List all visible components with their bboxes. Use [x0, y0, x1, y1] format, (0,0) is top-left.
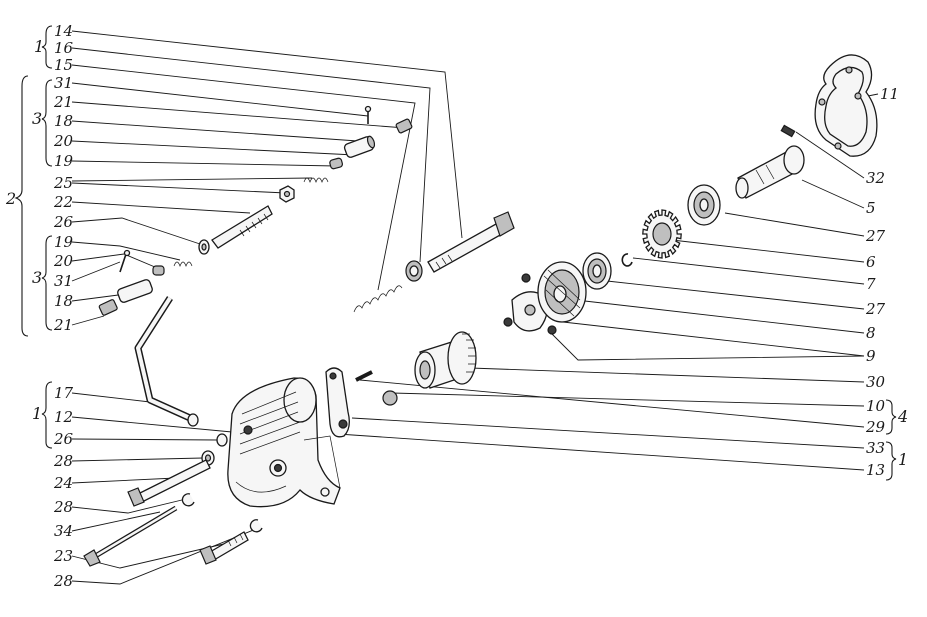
- callout-number: 29: [865, 418, 886, 436]
- callout-number: 25: [53, 174, 73, 192]
- rod-34: [83, 505, 178, 567]
- callout-number: 34: [54, 522, 73, 540]
- bolt-23: [199, 531, 249, 565]
- callout-number: 19: [54, 233, 74, 251]
- plunger-18-upper: [343, 135, 376, 158]
- callout-number: 11: [880, 85, 899, 103]
- group-label: 1: [32, 404, 42, 423]
- callout-number: 26: [53, 430, 74, 448]
- washer-20-lower: [152, 265, 165, 276]
- callout-number: 14: [54, 22, 73, 40]
- callout-number: 21: [53, 316, 73, 334]
- plug-21-lower: [98, 299, 118, 316]
- callout-number: 28: [53, 572, 73, 590]
- group-label: 1: [898, 450, 908, 469]
- pin-31-upper: [364, 105, 372, 124]
- callout-number: 7: [866, 275, 876, 293]
- callout-number: 28: [53, 498, 73, 516]
- washer-26-upper: [198, 239, 210, 255]
- callout-number: 13: [866, 461, 885, 479]
- callout-number: 18: [54, 292, 73, 310]
- brace-group-4: [885, 399, 897, 435]
- lever-17: [134, 296, 199, 427]
- callout-number: 6: [866, 253, 876, 271]
- callout-number: 12: [54, 408, 73, 426]
- group-label: 1: [34, 37, 44, 56]
- callout-number: 10: [866, 397, 886, 415]
- bushing-16: [405, 260, 423, 282]
- leader-lines-left: [71, 30, 463, 585]
- bearing-27-lower: [582, 252, 612, 290]
- callout-number: 19: [54, 152, 74, 170]
- nut-25: [279, 185, 295, 203]
- callout-number: 27: [865, 300, 886, 318]
- bolt-24: [127, 459, 211, 507]
- callout-number: 18: [54, 112, 73, 130]
- callout-number: 23: [53, 547, 73, 565]
- callout-number: 31: [54, 272, 73, 290]
- spring-19-upper: [303, 177, 329, 183]
- callout-number: 27: [865, 227, 886, 245]
- ring-7: [621, 253, 633, 267]
- callout-number: 32: [866, 169, 885, 187]
- callout-number: 31: [54, 74, 73, 92]
- callout-number: 9: [866, 347, 876, 365]
- brace-group-3-top: [41, 79, 53, 167]
- leader-lines-right: [337, 93, 879, 471]
- plug-21-upper: [395, 118, 413, 134]
- brace-group-2: [14, 75, 29, 337]
- callout-number: 15: [54, 56, 73, 74]
- screw-22: [211, 205, 273, 249]
- gasket-11: [814, 54, 878, 157]
- callout-number: 5: [866, 199, 876, 217]
- key-32: [780, 124, 796, 138]
- spring-19-lower: [173, 261, 193, 267]
- group-label: 2: [5, 189, 16, 208]
- callout-number: 26: [53, 213, 74, 231]
- ball-29: [382, 390, 398, 406]
- group-label: 3: [32, 109, 42, 128]
- callout-number: 20: [53, 132, 74, 150]
- pin-33: [355, 370, 373, 382]
- brace-group-1-right: [885, 441, 897, 481]
- bolt-14: [427, 211, 515, 273]
- callout-number: 16: [54, 39, 74, 57]
- callout-number: 30: [866, 373, 886, 391]
- callout-number: 20: [53, 252, 74, 270]
- spring-15: [353, 285, 403, 313]
- callout-number: 28: [53, 452, 73, 470]
- washer-20-upper: [329, 157, 344, 170]
- gear-6: [642, 209, 682, 259]
- group-label: 4: [897, 407, 908, 426]
- callout-number: 8: [866, 324, 876, 342]
- plunger-18-lower: [117, 279, 153, 303]
- callout-number: 17: [54, 384, 74, 402]
- shaft-5: [735, 145, 805, 199]
- callout-number: 33: [866, 439, 885, 457]
- cam-9: [503, 273, 557, 335]
- pin-31-lower: [119, 249, 131, 273]
- housing-12: [227, 377, 341, 508]
- bearing-27-upper: [687, 184, 721, 226]
- callout-number: 21: [53, 93, 73, 111]
- washer-28-b: [181, 493, 195, 507]
- gear-shaft-10: [414, 331, 477, 389]
- callout-number: 22: [53, 193, 73, 211]
- washer-26-lower: [216, 433, 228, 447]
- brace-group-1-bottom: [41, 381, 53, 449]
- brace-group-1-top: [41, 25, 53, 69]
- link-13: [325, 367, 350, 438]
- group-label: 3: [32, 268, 42, 287]
- callout-number: 24: [53, 474, 73, 492]
- brace-group-3-mid: [41, 235, 53, 331]
- gear-8: [537, 261, 587, 323]
- washer-28-c: [249, 519, 263, 533]
